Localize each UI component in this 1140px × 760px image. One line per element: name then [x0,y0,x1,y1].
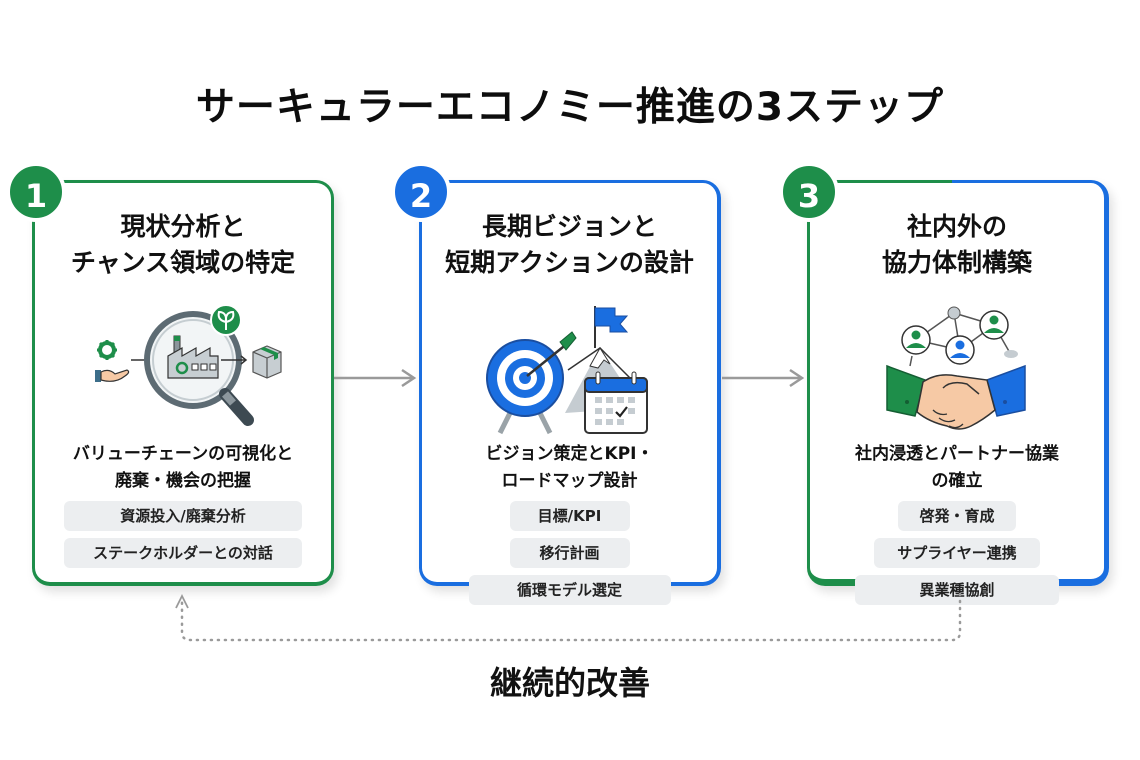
step-3-subtitle-line2: の確立 [931,471,983,491]
step-3-title-line1: 社内外の [906,212,1007,241]
continuous-improvement-label: 継続的改善 [489,664,650,702]
handshake-network-icon [810,298,1104,433]
step-2-subtitle-line2: ロードマップ設計 [501,471,638,491]
step-2-badge: 2 [391,162,451,222]
step-2-title-line1: 長期ビジョンと [481,212,657,241]
chip-transition-plan: 移行計画 [509,538,630,568]
step-3-title-line2: 協力体制構築 [881,248,1032,277]
value-chain-magnifier-icon [35,298,331,433]
continuous-improvement-loop-arrow [175,592,962,642]
step-1-subtitle-line2: 廃棄・機会の把握 [115,471,251,491]
step-1-title: 現状分析と チャンス領域の特定 [35,209,331,281]
step-1-title-line1: 現状分析と [120,212,246,241]
step-3-card: 社内外の 協力体制構築 [807,180,1109,605]
arrow-step1-to-step2 [334,368,417,388]
step-1-title-line2: チャンス領域の特定 [70,248,296,277]
chip-circular-model-selection: 循環モデル選定 [468,575,671,605]
step-2-subtitle: ビジョン策定とKPI・ ロードマップ設計 [422,441,717,495]
step-3-badge: 3 [779,162,839,222]
step-2-subtitle-line1: ビジョン策定とKPI・ [485,444,654,464]
step-2-card: 長期ビジョンと 短期アクションの設計 [419,180,721,605]
step-2-title-line2: 短期アクションの設計 [445,248,694,277]
chip-stakeholder-dialogue: ステークホルダーとの対話 [64,538,302,568]
step-3-chips: 啓発・育成 サプライヤー連携 異業種協創 [810,501,1104,605]
step-2-chips: 目標/KPI 移行計画 循環モデル選定 [422,501,717,605]
chip-awareness-training: 啓発・育成 [898,501,1016,531]
step-3-subtitle: 社内浸透とパートナー協業 の確立 [810,441,1104,495]
chip-cross-industry-cocreation: 異業種協創 [855,575,1059,605]
step-1-subtitle: バリューチェーンの可視化と 廃棄・機会の把握 [35,441,331,495]
step-3-title: 社内外の 協力体制構築 [810,209,1104,281]
arrow-step2-to-step3 [722,368,805,388]
chip-goals-kpi: 目標/KPI [509,501,630,531]
step-1-card: 現状分析と チャンス領域の特定 [32,180,334,586]
target-flag-calendar-icon [422,298,717,435]
chip-supplier-collaboration: サプライヤー連携 [874,538,1040,568]
step-2-title: 長期ビジョンと 短期アクションの設計 [422,209,717,281]
diagram-title: サーキュラーエコノミー推進の3ステップ [195,85,945,130]
step-1-badge: 1 [6,162,66,222]
step-3-subtitle-line1: 社内浸透とパートナー協業 [855,444,1059,464]
step-1-chips: 資源投入/廃棄分析 ステークホルダーとの対話 [35,501,331,568]
step-1-subtitle-line1: バリューチェーンの可視化と [72,444,294,464]
chip-resource-analysis: 資源投入/廃棄分析 [64,501,302,531]
